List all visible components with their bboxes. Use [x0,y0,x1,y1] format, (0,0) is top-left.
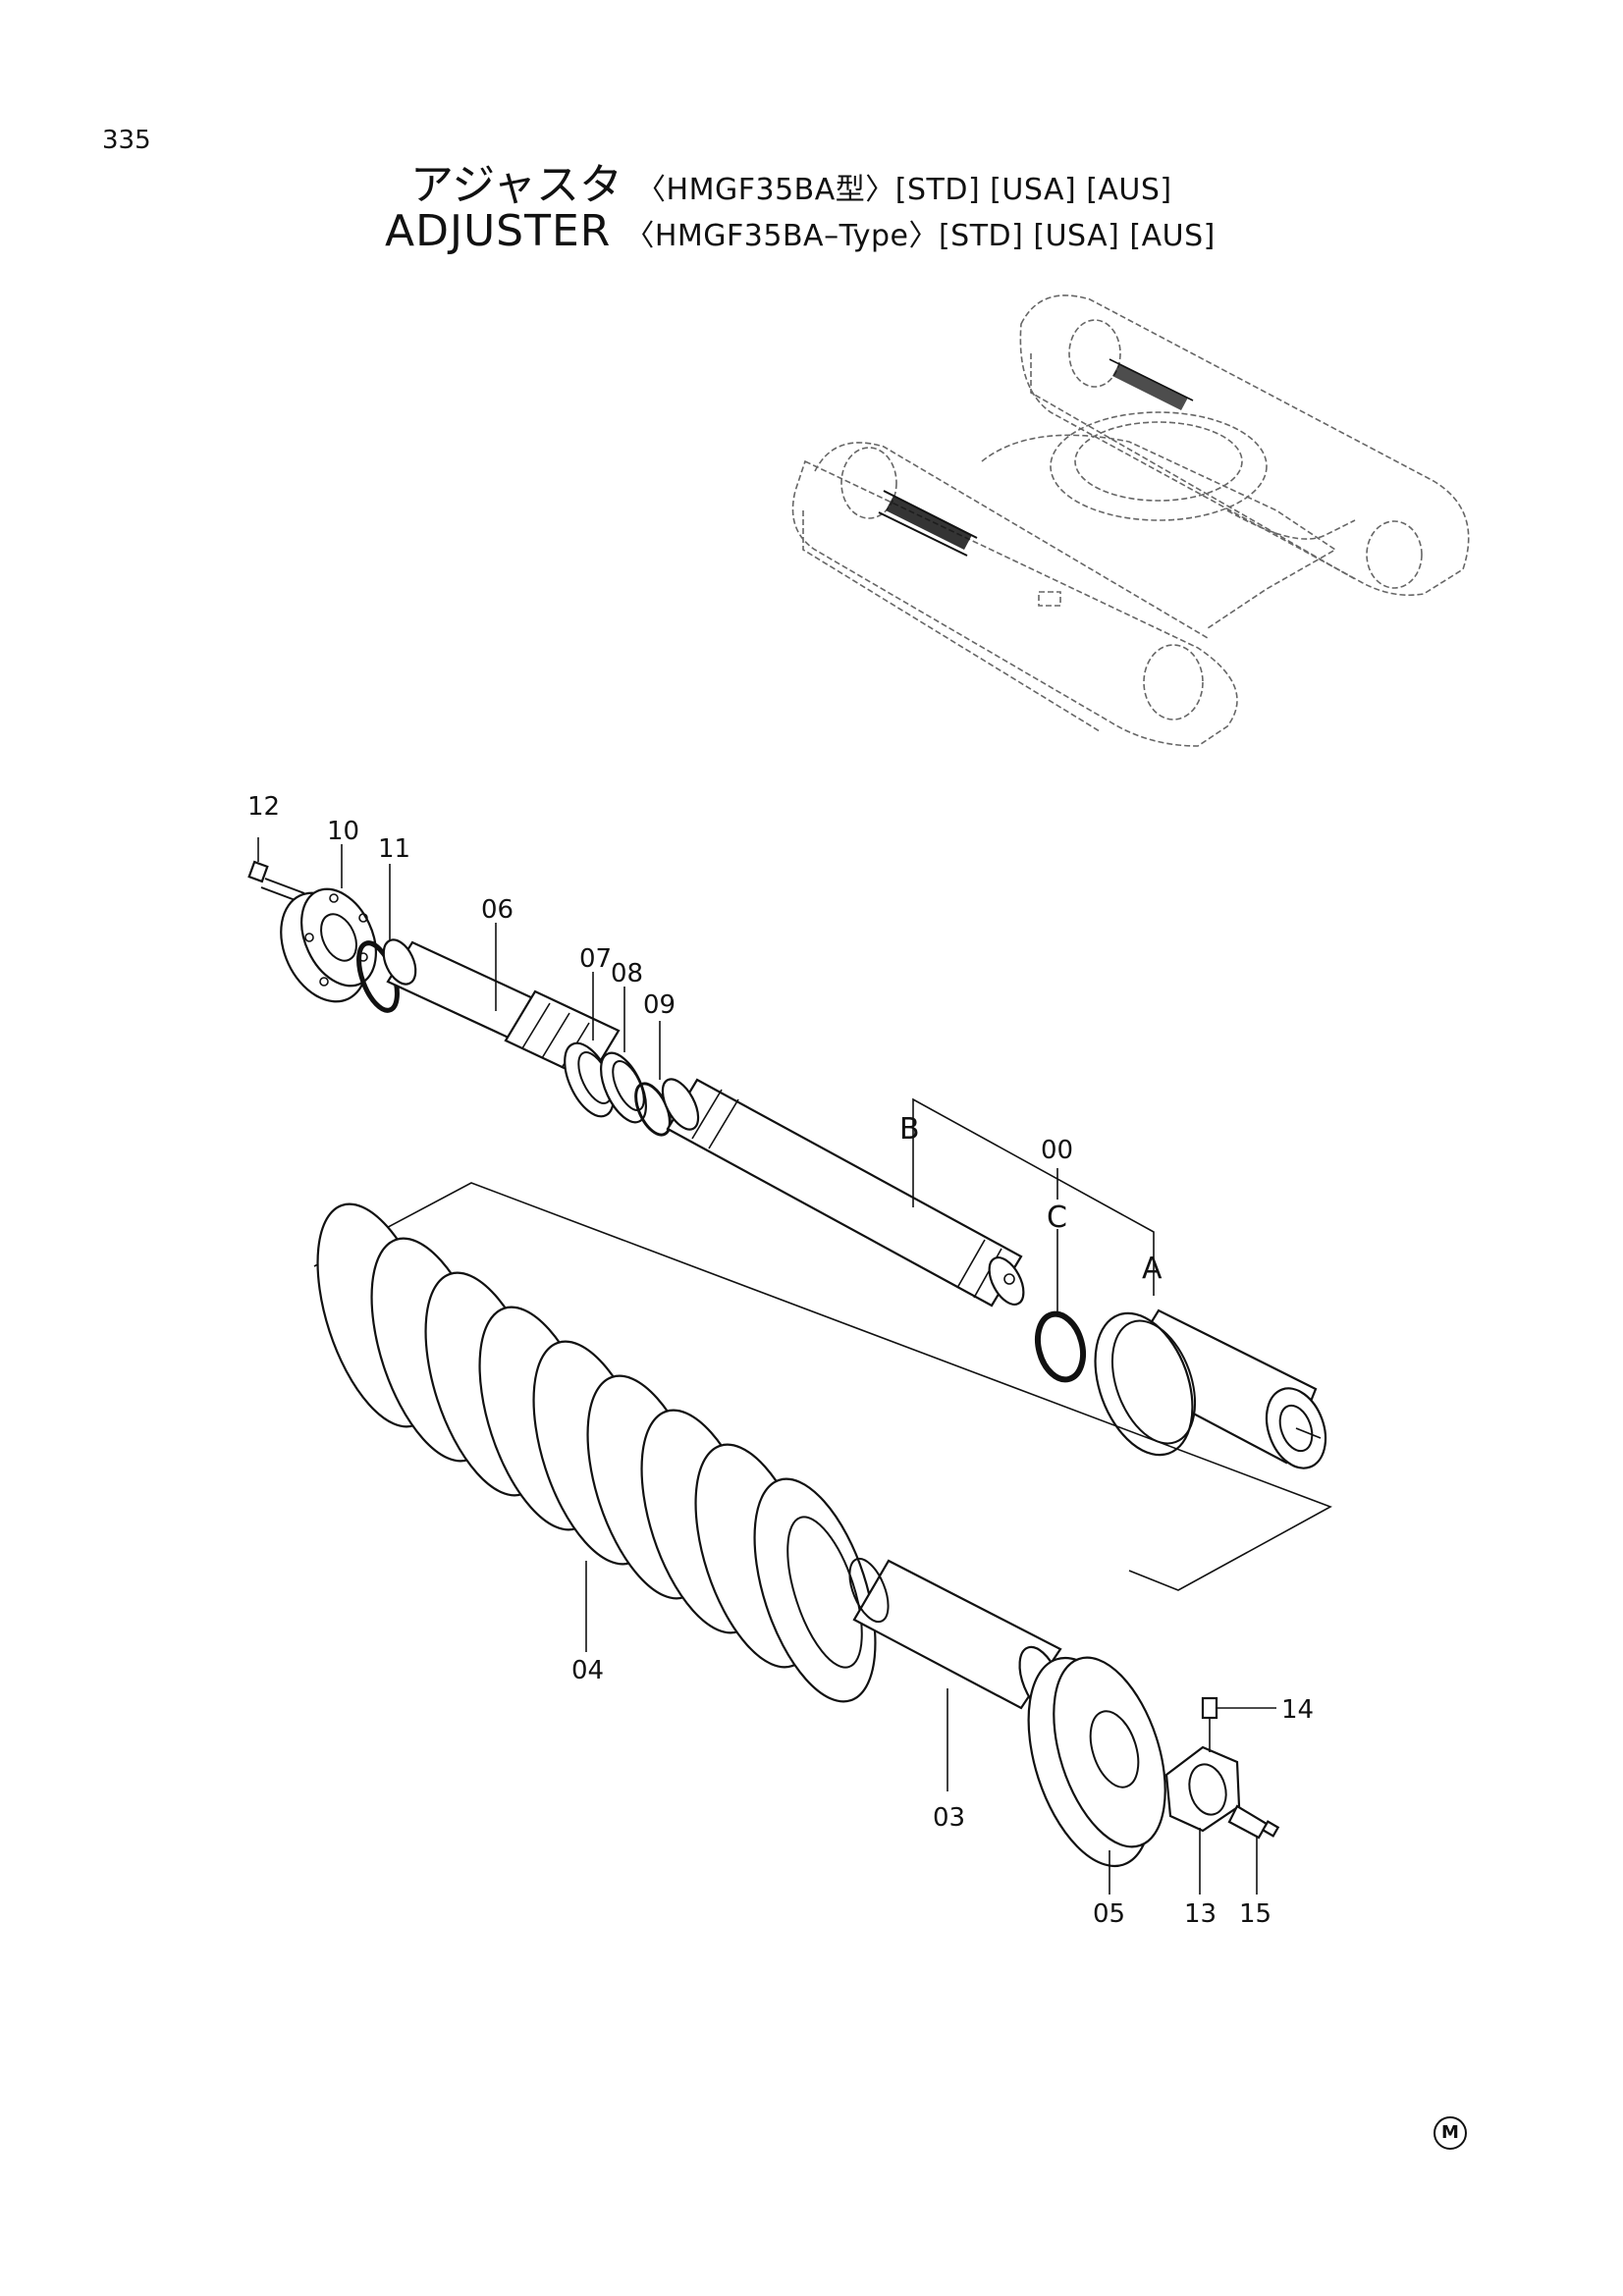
callout-06: 06 [481,895,514,925]
corner-m-mark: M [1434,2116,1467,2150]
title-english-variant: 〈HMGF35BA–Type〉[STD] [USA] [AUS] [624,219,1216,253]
part-13-nut [1164,1745,1241,1895]
callout-03: 03 [933,1803,965,1833]
section-box [313,1182,1332,1591]
callout-13: 13 [1184,1899,1217,1929]
part-15-grease-fitting [1227,1804,1280,1895]
page-number: 335 [102,126,151,155]
overview-spring-right [1109,358,1194,410]
overview-spring-left [878,490,978,557]
assembly-00-bracket [912,1097,1155,1315]
title-english: ADJUSTER 〈HMGF35BA–Type〉[STD] [USA] [AUS… [385,206,1216,256]
callout-b: B [899,1112,920,1147]
title-english-main: ADJUSTER [385,206,612,256]
part-04-spring [316,1202,877,1703]
callout-14: 14 [1281,1695,1314,1725]
callout-15: 15 [1239,1899,1271,1929]
part-14-plug [1201,1696,1276,1752]
callout-a: A [1142,1252,1163,1286]
callout-07: 07 [579,944,612,974]
title-japanese-variant: 〈HMGF35BA型〉[STD] [USA] [AUS] [636,173,1172,207]
callout-04: 04 [571,1656,604,1685]
callout-11: 11 [378,834,410,864]
callout-00: 00 [1041,1136,1073,1165]
part-a-cylinder [1094,1308,1327,1469]
part-10-flange [280,844,377,1003]
callout-05: 05 [1093,1899,1125,1929]
callout-c: C [1047,1201,1067,1235]
part-b-piston-rod [661,1078,1025,1308]
part-12-bolt [247,837,305,903]
title-japanese: アジャスタ 〈HMGF35BA型〉[STD] [USA] [AUS] [410,149,1172,212]
callout-12: 12 [247,792,280,822]
part-c-o-ring [1034,1310,1087,1383]
callout-10: 10 [327,817,359,846]
callout-08: 08 [611,959,643,988]
callout-09: 09 [643,990,676,1020]
part-05-bracket [1027,1656,1166,1895]
undercarriage-overview [791,294,1470,747]
title-japanese-main: アジャスタ [410,160,623,210]
